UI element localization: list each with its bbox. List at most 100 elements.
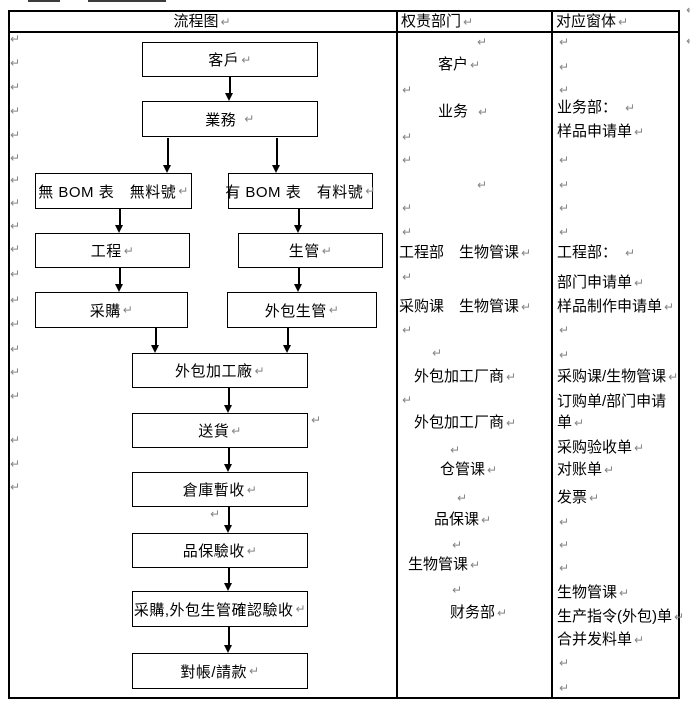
paragraph-mark-icon: ↵ (604, 463, 615, 477)
flow-box: 采購,外包生管確認驗收↵ (132, 591, 308, 627)
department-line: ↵ (400, 127, 412, 146)
department-line: ↵ (448, 440, 460, 459)
flow-arrow-head (224, 583, 232, 591)
flow-box: 采購↵ (35, 292, 188, 328)
flow-box-label: 生管 (288, 243, 320, 260)
flow-arrow-line (228, 568, 230, 584)
paragraph-mark-icon: ↵ (559, 681, 570, 695)
paragraph-mark-icon: ↵ (470, 58, 481, 72)
flow-arrow-line (228, 388, 230, 406)
paragraph-mark-icon: ↵ (506, 416, 517, 430)
form-line: 部门申请单↵ (557, 273, 644, 292)
flow-arrow-line (155, 328, 157, 346)
form-line: 订购单/部门申请 (557, 392, 666, 411)
flow-box-label: 倉庫暫收 (182, 482, 245, 499)
cropped-text-artifact (28, 0, 60, 2)
department-line: 采购课 生物管课↵ (399, 297, 531, 316)
flow-box-label: 采購 (89, 302, 121, 320)
paragraph-mark-icon: ↵ (634, 441, 645, 455)
header-label: 对应窗体 (556, 13, 617, 30)
cropped-text-artifact (88, 0, 166, 2)
paragraph-mark-icon: ↵ (559, 323, 570, 337)
paragraph-mark-icon: ↵ (10, 317, 21, 331)
department-line: 外包加工厂商↵ (414, 413, 516, 432)
flow-box-label: 對帳/請款 (180, 663, 248, 681)
table-header-separator (8, 31, 680, 33)
table-border-bottom (8, 697, 680, 699)
flow-box-label: 外包生管 (264, 302, 327, 320)
paragraph-mark-icon: ↵ (559, 60, 570, 74)
department-line-text: 仓管课 (440, 461, 486, 478)
table-column-separator-1 (396, 10, 398, 699)
paragraph-mark-icon: ↵ (402, 83, 413, 97)
form-line-text: 对账单 (557, 461, 603, 478)
paragraph-mark-icon: ↵ (10, 389, 21, 403)
flow-box-label: 有 BOM 表 有料號 (225, 183, 364, 201)
department-line: ↵ (400, 267, 412, 286)
form-line: 样品申请单↵ (557, 122, 644, 141)
paragraph-mark-icon: ↵ (402, 323, 413, 337)
paragraph-mark-icon: ↵ (10, 480, 21, 494)
paragraph-mark-icon: ↵ (506, 370, 517, 384)
paragraph-mark-icon: ↵ (10, 80, 21, 94)
paragraph-mark-icon: ↵ (497, 606, 508, 620)
paragraph-mark-icon: ↵ (10, 56, 21, 70)
flow-box-label: 送貨 (198, 423, 230, 440)
flow-arrow-line (167, 138, 169, 166)
flow-box: 外包加工廠↵ (132, 353, 308, 388)
form-line: ↵ (557, 535, 569, 554)
form-line: 合并发料单↵ (557, 630, 644, 649)
flow-arrow-line (298, 209, 300, 226)
department-line: ↵ (430, 343, 442, 362)
flow-arrow-head (224, 464, 232, 472)
flow-arrow-line (119, 209, 121, 226)
table-border-left (8, 10, 10, 699)
form-line: 发票↵ (557, 488, 599, 507)
form-line-text: 单 (557, 414, 573, 431)
flow-box: 有 BOM 表 有料號↵ (225, 173, 376, 209)
paragraph-mark-icon: ↵ (559, 656, 570, 670)
form-line: ↵ (557, 512, 569, 531)
paragraph-mark-icon: ↵ (686, 4, 690, 16)
paragraph-mark-icon: ↵ (254, 363, 266, 378)
department-line: ↵ (400, 390, 412, 409)
department-line: ↵ (475, 32, 487, 51)
flow-box-label: 采購,外包生管確認驗收 (133, 601, 294, 619)
form-line-text: 订购单/部门申请 (557, 393, 667, 410)
department-line: 外包加工厂商↵ (414, 367, 516, 386)
paragraph-mark-icon: ↵ (178, 184, 189, 198)
paragraph-mark-icon: ↵ (311, 413, 322, 427)
header-label: 权责部门 (401, 13, 462, 30)
paragraph-mark-icon: ↵ (231, 423, 242, 438)
department-line-text: 外包加工厂商 (414, 414, 505, 431)
paragraph-mark-icon: ↵ (481, 513, 492, 527)
flow-box: 品保驗收↵ (132, 533, 308, 568)
paragraph-mark-icon: ↵ (365, 184, 376, 198)
flow-box: 工程↵ (35, 233, 190, 268)
paragraph-mark-icon: ↵ (402, 130, 413, 144)
department-line: 品保课↵ (434, 510, 491, 529)
flow-arrow-head (283, 345, 291, 353)
paragraph-mark-icon: ↵ (574, 416, 585, 430)
department-line-text: 外包加工厂商 (414, 368, 505, 385)
paragraph-mark-icon: ↵ (295, 602, 307, 616)
paragraph-mark-icon: ↵ (618, 15, 629, 29)
department-line-text: 生物管课 (408, 556, 469, 573)
form-line-text: 部门申请单 (557, 274, 633, 291)
department-line: ↵ (400, 150, 412, 169)
paragraph-mark-icon: ↵ (457, 491, 468, 505)
form-line: ↵ (557, 80, 569, 99)
paragraph-mark-icon: ↵ (10, 342, 21, 356)
paragraph-mark-icon: ↵ (634, 276, 645, 290)
table-column-separator-2 (551, 10, 553, 699)
paragraph-mark-icon: ↵ (402, 153, 413, 167)
flow-box-label: 工程 (90, 243, 122, 260)
flow-arrow-line (298, 268, 300, 285)
paragraph-mark-icon: ↵ (668, 370, 679, 384)
paragraph-mark-icon: ↵ (10, 365, 21, 379)
flow-arrow-line (287, 328, 289, 346)
flow-arrow-head (163, 165, 171, 173)
paragraph-mark-icon: ↵ (487, 463, 498, 477)
form-line: ↵ (557, 57, 569, 76)
paragraph-mark-icon: ↵ (559, 83, 570, 97)
